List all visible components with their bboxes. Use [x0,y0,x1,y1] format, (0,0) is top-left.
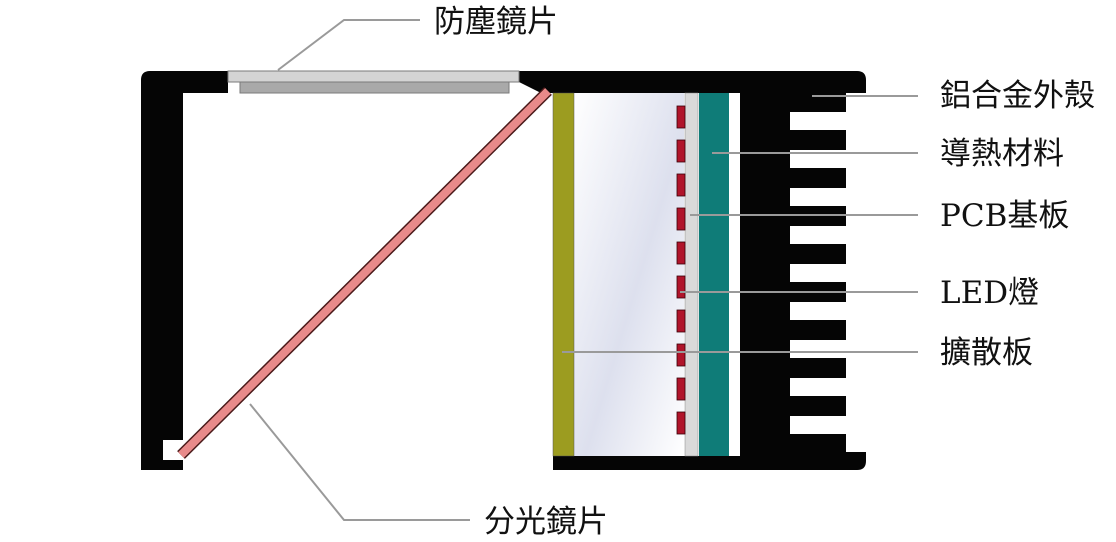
left-housing-wall [141,71,228,470]
led-chip [676,275,686,299]
label-dust-lens: 防塵鏡片 [434,4,558,40]
led-chip [676,207,686,231]
beam-splitter [178,88,551,458]
diffuser-plate [552,92,575,457]
led-chip [676,309,686,333]
label-diffuser: 擴散板 [940,335,1033,371]
led-chip [676,173,686,197]
led-array [676,105,686,435]
label-beam-splitter: 分光鏡片 [484,504,608,540]
label-aluminum-housing: 鋁合金外殼 [940,78,1095,114]
label-thermal-material: 導熱材料 [940,136,1064,172]
led-chip [676,377,686,401]
label-led-lamp: LED燈 [940,275,1039,311]
dust-lens-bottom [239,81,510,94]
right-housing-heatsink [519,71,866,470]
leader-dust-lens [277,19,420,71]
leader-beam-splitter [249,403,470,521]
led-chip [676,343,686,367]
label-pcb-board: PCB基板 [940,198,1069,234]
led-chip [676,105,686,129]
led-chip [676,411,686,435]
led-chip [676,139,686,163]
light-chamber [574,93,684,456]
pcb-board [684,92,699,457]
led-chip [676,241,686,265]
dust-lens-top [227,70,520,83]
thermal-material [699,93,729,456]
